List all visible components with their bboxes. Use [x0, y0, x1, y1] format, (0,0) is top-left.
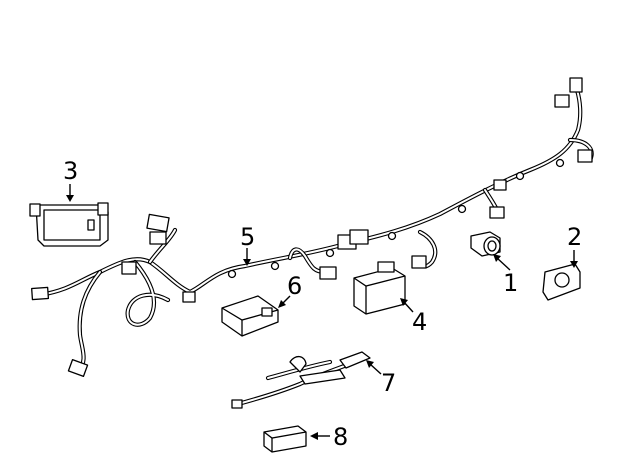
wire-lead — [231, 351, 371, 409]
small-connector — [263, 425, 307, 453]
sensor — [470, 231, 501, 257]
callout-1: 1 — [503, 269, 518, 297]
callout-6: 6 — [287, 272, 302, 300]
module — [221, 295, 279, 337]
callout-8: 8 — [333, 423, 348, 451]
control-module — [353, 261, 406, 315]
callout-7: 7 — [381, 369, 396, 397]
sensor-bezel — [542, 263, 581, 301]
callout-arrows — [66, 184, 578, 440]
bracket-module — [29, 202, 109, 247]
callout-2: 2 — [567, 223, 582, 251]
callout-3: 3 — [63, 157, 78, 185]
callout-4: 4 — [412, 308, 427, 336]
wiring-harness — [31, 77, 594, 378]
callout-5: 5 — [240, 223, 255, 251]
